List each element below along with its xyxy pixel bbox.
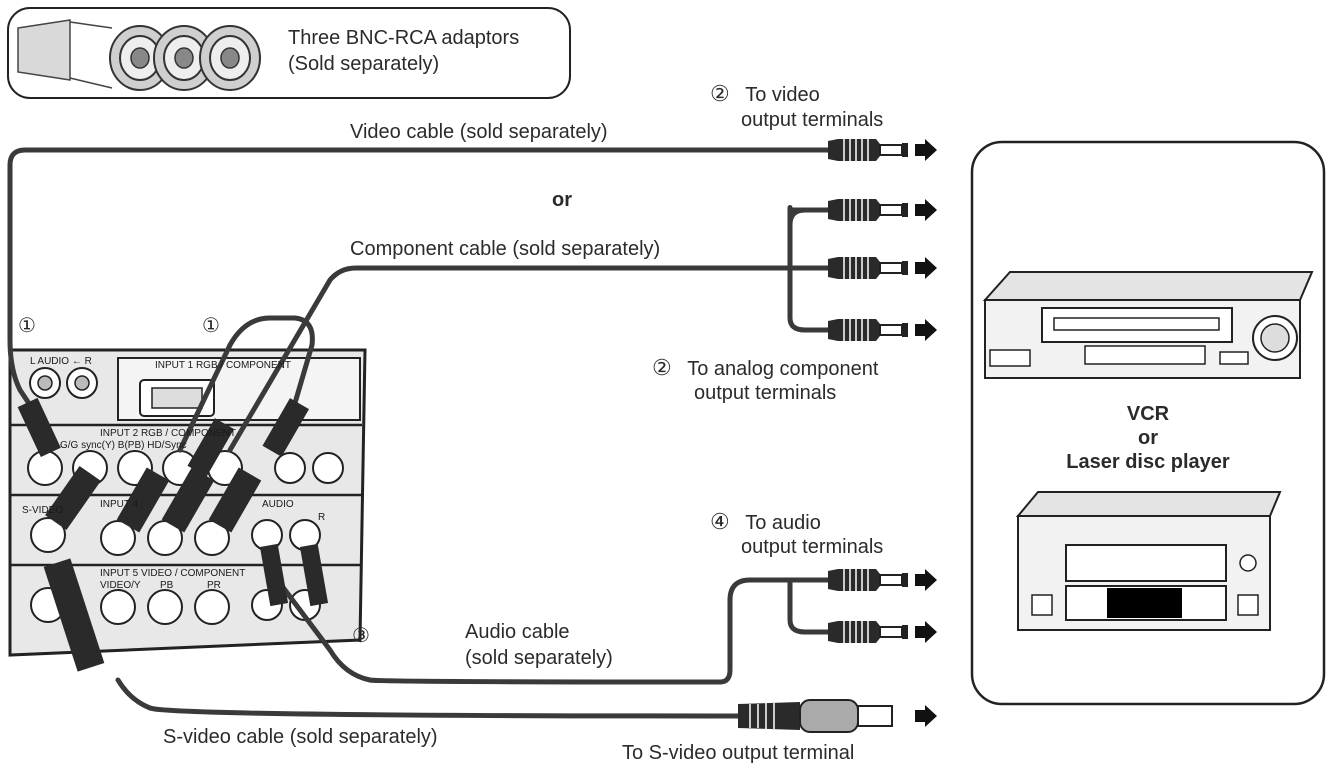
panel-sync-row-label: G/G sync(Y) B(PB) HD/Sync xyxy=(60,440,187,451)
panel-plugs xyxy=(17,397,329,672)
adaptor-label-line1: Three BNC-RCA adaptors xyxy=(288,27,520,49)
laser-disc-player-icon xyxy=(1015,491,1282,631)
video-cable xyxy=(7,147,833,423)
panel-pr-label: PR xyxy=(207,580,221,591)
panel-audio2-label: AUDIO xyxy=(262,499,294,510)
step-3-marker: ③ xyxy=(352,625,370,647)
rca-plug-audio-1 xyxy=(827,568,909,592)
video-output-callout: ② To video xyxy=(710,82,820,107)
or-label: or xyxy=(552,189,572,211)
panel-input4-label: INPUT 4 xyxy=(100,499,139,510)
audio-output-line1: To audio xyxy=(745,512,821,534)
vcr-icon xyxy=(982,271,1314,379)
svideo-cable-label: S-video cable (sold separately) xyxy=(163,726,438,748)
step-2-marker: ② xyxy=(710,81,730,106)
panel-video-y-label: VIDEO/Y xyxy=(100,580,141,591)
rca-plug-component-1 xyxy=(827,198,909,222)
bnc-adaptor-icons xyxy=(17,19,261,91)
analog-output-line1: To analog component xyxy=(687,358,879,380)
arrow-icon xyxy=(915,705,937,727)
audio-output-callout: ④ To audio xyxy=(710,510,821,535)
panel-audio-label: L AUDIO ← R xyxy=(30,356,92,367)
source-device-box xyxy=(970,140,1326,706)
audio-cable-label-line1: Audio cable xyxy=(465,621,570,643)
rca-plug-component-2 xyxy=(827,256,909,280)
rca-plug-component-3 xyxy=(827,318,909,342)
adaptor-label-line2: (Sold separately) xyxy=(288,53,440,75)
step-1-marker-right: ① xyxy=(202,315,220,337)
video-output-line2: output terminals xyxy=(741,109,884,131)
video-cable-label: Video cable (sold separately) xyxy=(350,121,608,143)
svideo-plug xyxy=(738,699,893,733)
video-output-line1: To video xyxy=(745,84,820,106)
device-label-line1: VCR xyxy=(1126,403,1170,425)
step-2-marker: ② xyxy=(652,355,672,380)
arrow-icon xyxy=(915,199,937,221)
panel-input2-label: INPUT 2 RGB / COMPONENT xyxy=(100,428,236,439)
step-1-marker-left: ① xyxy=(18,315,36,337)
adaptor-box xyxy=(7,7,571,99)
audio-output-line2: output terminals xyxy=(741,536,884,558)
panel-r-label: R xyxy=(318,512,326,523)
panel-pb-label: PB xyxy=(160,580,174,591)
component-cable-label: Component cable (sold separately) xyxy=(350,238,661,260)
rca-plug-audio-2 xyxy=(827,620,909,644)
device-label-line2: or xyxy=(1138,427,1158,449)
cable-lines xyxy=(7,147,833,719)
analog-output-line2: output terminals xyxy=(694,382,837,404)
device-label-line3: Laser disc player xyxy=(1066,451,1230,473)
arrow-icon xyxy=(915,139,937,161)
arrow-icon xyxy=(915,569,937,591)
panel-svideo-label: S-VIDEO xyxy=(22,505,64,516)
arrow-icon xyxy=(915,257,937,279)
analog-output-callout: ② To analog component xyxy=(652,356,878,381)
panel-input1-label: INPUT 1 RGB / COMPONENT xyxy=(155,360,291,371)
rca-plug-video xyxy=(827,138,909,162)
arrow-icon xyxy=(915,621,937,643)
arrow-icon xyxy=(915,319,937,341)
svideo-output-label: To S-video output terminal xyxy=(622,742,855,764)
audio-cable-label-line2: (sold separately) xyxy=(465,647,613,669)
panel-input5-label: INPUT 5 VIDEO / COMPONENT xyxy=(100,568,246,579)
step-4-marker: ④ xyxy=(710,509,730,534)
